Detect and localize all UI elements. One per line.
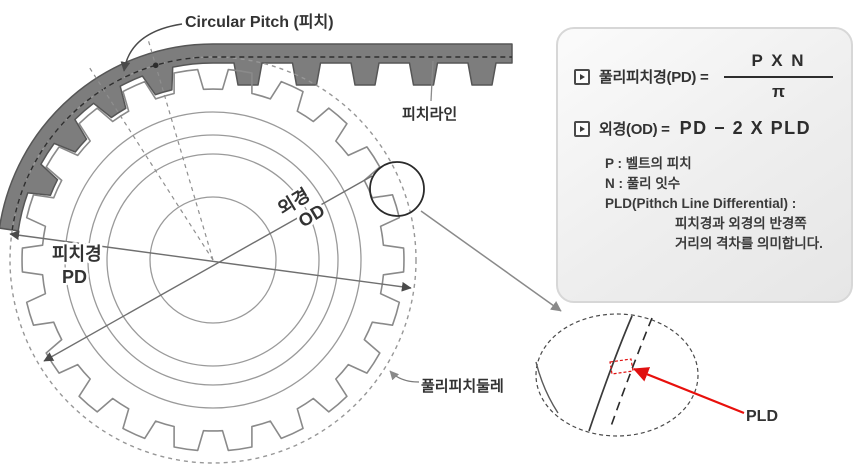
pld-arrow [632, 367, 745, 415]
pd-formula-row: 풀리피치경(PD) = P X N π [574, 51, 837, 102]
legend-pld-desc-2: 거리의 격차를 의미합니다. [675, 236, 823, 251]
legend-p: P : 벨트의 피치 [605, 156, 692, 171]
pitch-point-dot [152, 62, 159, 69]
pulley-pitch-circumference-label: 풀리피치둘레 [421, 378, 504, 395]
pitch-line-label: 피치라인 [402, 105, 457, 123]
circular-pitch-arrow [120, 23, 183, 72]
legend-pld-title: PLD(Pithch Line Differential) : [605, 196, 797, 211]
detail-callout-circle [369, 161, 425, 217]
pitch-line-pointer [430, 60, 434, 102]
square-arrow-bullet-icon [574, 68, 590, 85]
pd-label-kr: 피치경 [52, 244, 102, 264]
magnifier-ellipse [535, 313, 699, 437]
legend-n: N : 풀리 잇수 [605, 176, 681, 191]
pd-formula-fraction: P X N π [724, 51, 833, 102]
od-formula-expression: PD − 2 X PLD [679, 118, 812, 138]
circular-pitch-label: Circular Pitch (피치) [185, 13, 334, 31]
pulley-gear-outline [21, 68, 405, 452]
magnified-detail-view [535, 313, 745, 437]
circular-pitch-radials [89, 41, 214, 261]
legend-pld-desc-1: 피치경과 외경의 반경쪽 [675, 216, 807, 231]
detail-tooth-edge [535, 361, 559, 414]
detail-callout-leader [420, 210, 562, 312]
formula-panel: 풀리피치경(PD) = P X N π 외경(OD) = PD − 2 X PL… [556, 27, 853, 303]
pd-formula-numerator: P X N [724, 51, 833, 78]
pd-formula-denominator: π [772, 82, 786, 101]
formula-legend: P : 벨트의 피치 N : 풀리 잇수 PLD(Pithch Line Dif… [605, 154, 837, 254]
square-arrow-bullet-icon [574, 120, 590, 137]
od-formula-row: 외경(OD) = PD − 2 X PLD [574, 118, 837, 139]
od-diameter-line [43, 175, 373, 362]
pld-label: PLD [746, 408, 778, 425]
detail-pitch-line-dashed [609, 317, 653, 430]
pd-formula-label: 풀리피치경(PD) = [599, 69, 709, 86]
pulley-pitch-circumference-arrow [389, 370, 420, 383]
pitch-circle-dashed [9, 56, 417, 464]
pd-diameter-line [9, 230, 412, 292]
od-formula-label: 외경(OD) = [599, 121, 670, 138]
pd-label-en: PD [62, 267, 87, 287]
